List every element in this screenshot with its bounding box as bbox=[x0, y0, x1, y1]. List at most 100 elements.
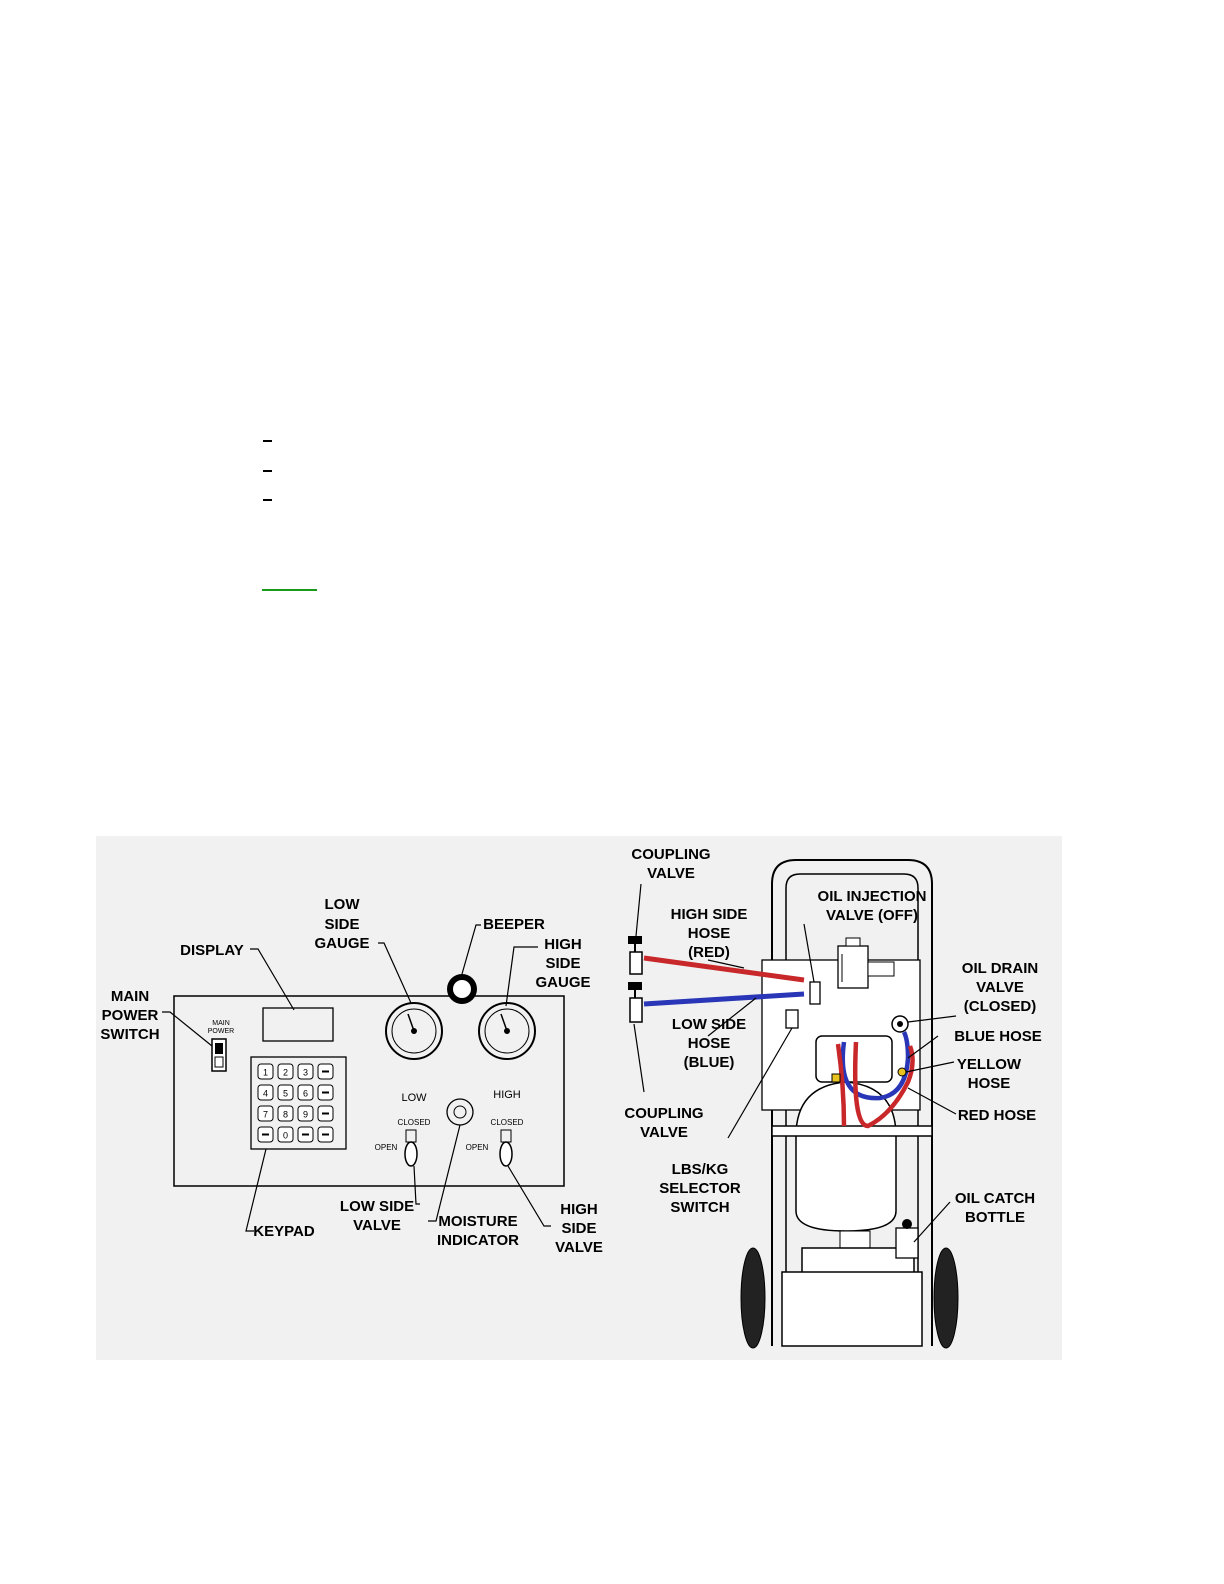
low-side-gauge-label-1: LOW bbox=[325, 896, 361, 913]
panel-labels: DISPLAY MAIN POWER SWITCH LOW SIDE GAUGE… bbox=[100, 896, 602, 1256]
recovery-cart: COUPLING VALVE HIGH SIDE HOSE (RED) OIL … bbox=[624, 846, 1042, 1349]
keypad-key-label: 3 bbox=[303, 1068, 308, 1078]
high-side-hose-label-1: HIGH SIDE bbox=[671, 906, 748, 923]
low-side-blue-hose bbox=[643, 991, 805, 1007]
keypad-key bbox=[297, 1063, 314, 1080]
gauge-low-label: LOW bbox=[401, 1092, 427, 1104]
beeper bbox=[447, 974, 477, 1004]
lbs-kg-label-3: SWITCH bbox=[670, 1199, 729, 1216]
display-window bbox=[262, 1007, 334, 1042]
keypad-key bbox=[257, 1105, 274, 1122]
oil-injection-bottle bbox=[837, 937, 895, 989]
oil-drain-valve bbox=[891, 1015, 909, 1033]
moisture-indicator-label-1: MOISTURE bbox=[438, 1213, 517, 1230]
keypad-key-label: 8 bbox=[283, 1110, 288, 1120]
keypad-key bbox=[257, 1063, 274, 1080]
lbs-kg-label-2: SELECTOR bbox=[659, 1180, 741, 1197]
yellow-fitting bbox=[897, 1067, 907, 1077]
yellow-hose-label-2: HOSE bbox=[968, 1075, 1011, 1092]
list-dash-2 bbox=[263, 470, 272, 472]
low-side-gauge-label-3: GAUGE bbox=[314, 935, 369, 952]
yellow-hose-label-1: YELLOW bbox=[957, 1056, 1022, 1073]
open-label-high: OPEN bbox=[466, 1143, 489, 1152]
keypad-key bbox=[257, 1084, 274, 1101]
oil-drain-label-2: VALVE bbox=[976, 979, 1024, 996]
recovery-tank bbox=[795, 1035, 915, 1275]
blue-hose-label: BLUE HOSE bbox=[954, 1028, 1042, 1045]
high-side-gauge-label-2: SIDE bbox=[545, 955, 580, 972]
coupling-valve-top bbox=[628, 936, 643, 975]
high-side-red-hose bbox=[643, 955, 805, 983]
main-power-small-2: POWER bbox=[208, 1028, 234, 1035]
cart-labels: COUPLING VALVE HIGH SIDE HOSE (RED) OIL … bbox=[624, 846, 1041, 1226]
lbs-kg-label-1: LBS/KG bbox=[672, 1161, 729, 1178]
low-side-valve-knob bbox=[404, 1129, 418, 1167]
high-side-hose-label-2: HOSE bbox=[688, 925, 731, 942]
keypad-key-label: 1 bbox=[263, 1068, 268, 1078]
keypad-key bbox=[277, 1063, 294, 1080]
keypad-key bbox=[297, 1084, 314, 1101]
main-power-label-3: SWITCH bbox=[100, 1026, 159, 1043]
low-side-hose-label-2: HOSE bbox=[688, 1035, 731, 1052]
tank-fitting bbox=[831, 1073, 841, 1083]
keypad-key-label: 4 bbox=[263, 1089, 268, 1099]
low-side-valve-label-2: VALVE bbox=[353, 1217, 401, 1234]
list-dash-1 bbox=[263, 440, 272, 442]
tank-red-hose bbox=[852, 1041, 915, 1129]
link-underline[interactable] bbox=[262, 589, 317, 591]
lbs-kg-switch bbox=[785, 1009, 799, 1029]
high-side-valve-label-2: SIDE bbox=[561, 1220, 596, 1237]
keypad-key bbox=[277, 1105, 294, 1122]
cart-frame bbox=[771, 859, 933, 1346]
oil-catch-label-1: OIL CATCH bbox=[955, 1190, 1035, 1207]
keypad-key bbox=[297, 1105, 314, 1122]
right-wheel bbox=[933, 1247, 959, 1349]
keypad-key-label: 2 bbox=[283, 1068, 288, 1078]
oil-catch-bottle bbox=[895, 1219, 919, 1259]
tank-blue-hose bbox=[840, 1030, 911, 1101]
moisture-indicator-label-2: INDICATOR bbox=[437, 1232, 519, 1249]
beeper-label: BEEPER bbox=[483, 916, 545, 933]
main-power-label-2: POWER bbox=[102, 1007, 159, 1024]
closed-label-low: CLOSED bbox=[398, 1118, 431, 1127]
keypad-key-label: 6 bbox=[303, 1089, 308, 1099]
keypad-key-label: 9 bbox=[303, 1110, 308, 1120]
list-dash-3 bbox=[263, 499, 272, 501]
high-side-valve-label-3: VALVE bbox=[555, 1239, 603, 1256]
main-power-small-1: MAIN bbox=[212, 1020, 230, 1027]
main-power-switch bbox=[211, 1038, 227, 1072]
left-wheel bbox=[740, 1247, 766, 1349]
high-side-gauge-label-1: HIGH bbox=[544, 936, 582, 953]
coupling-valve-top-label-2: VALVE bbox=[647, 865, 695, 882]
oil-injection-label-2: VALVE (OFF) bbox=[826, 907, 918, 924]
keypad-key-label: 0 bbox=[283, 1131, 288, 1141]
low-side-hose-label-1: LOW SIDE bbox=[672, 1016, 746, 1033]
keypad-key bbox=[277, 1084, 294, 1101]
coupling-valve-bottom-label-1: COUPLING bbox=[624, 1105, 703, 1122]
low-side-gauge-label-2: SIDE bbox=[324, 916, 359, 933]
coupling-valve-bottom bbox=[628, 982, 643, 1023]
coupling-valve-top-label-1: COUPLING bbox=[631, 846, 710, 863]
keypad-key-label: 7 bbox=[263, 1110, 268, 1120]
gauge-high-label: HIGH bbox=[493, 1089, 521, 1101]
oil-injection-valve bbox=[809, 981, 821, 1005]
low-side-valve-label-1: LOW SIDE bbox=[340, 1198, 414, 1215]
main-power-label-1: MAIN bbox=[111, 988, 149, 1005]
high-side-valve-knob bbox=[499, 1129, 513, 1167]
high-side-valve-label-1: HIGH bbox=[560, 1201, 598, 1218]
oil-drain-label-1: OIL DRAIN bbox=[962, 960, 1038, 977]
open-label-low: OPEN bbox=[375, 1143, 398, 1152]
display-label: DISPLAY bbox=[180, 942, 244, 959]
cart-leader-lines bbox=[633, 883, 957, 1243]
coupling-valve-bottom-label-2: VALVE bbox=[640, 1124, 688, 1141]
keypad-key bbox=[277, 1126, 294, 1143]
keypad-label: KEYPAD bbox=[253, 1223, 315, 1240]
high-side-gauge bbox=[478, 1002, 536, 1060]
high-side-hose-label-3: (RED) bbox=[688, 944, 730, 961]
moisture-indicator-sight bbox=[446, 1098, 474, 1126]
closed-label-high: CLOSED bbox=[491, 1118, 524, 1127]
